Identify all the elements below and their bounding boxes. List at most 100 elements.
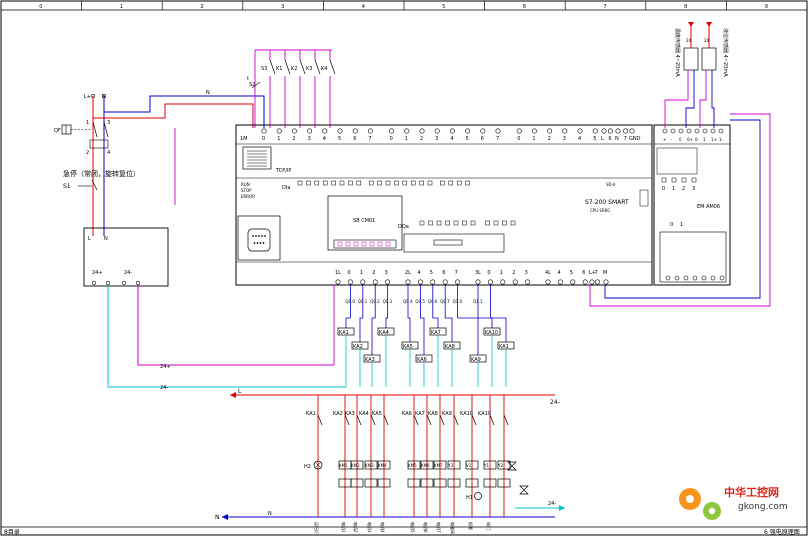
plc-output-terminal xyxy=(442,279,448,285)
plc-cpu-label: CPU SR60 xyxy=(590,208,610,213)
plc-input-label: 4 xyxy=(578,136,581,142)
plc-input-terminal xyxy=(352,128,358,134)
em-input-terminal xyxy=(702,128,708,134)
column-label: 1 xyxy=(120,4,123,10)
switch-label: K2 xyxy=(291,66,297,72)
em-status-led xyxy=(661,177,667,183)
column-label: 3 xyxy=(281,4,284,10)
plc-dq-led xyxy=(510,220,516,226)
plc-input-terminal xyxy=(607,128,613,134)
rail-24-label: 24- xyxy=(550,399,560,406)
plc-di-led xyxy=(368,180,374,186)
switch-contact xyxy=(284,59,291,75)
switch-label: S3 xyxy=(261,66,267,72)
relay-contact-label: KA7 xyxy=(415,411,425,417)
em-output-terminal xyxy=(701,275,707,281)
estop-term-3: 3 xyxy=(107,120,110,126)
plc-output-label: 5 xyxy=(570,270,573,276)
load-caption: 运行灯 xyxy=(314,522,320,534)
rail-n-label: N xyxy=(215,514,220,521)
plc-di-led xyxy=(331,180,336,186)
plc-board-label: SB CM01 xyxy=(353,218,375,224)
coil-feed-wire xyxy=(385,285,389,328)
plc-status-label: STOP xyxy=(241,188,252,193)
analog-sensors: 24 24 温度传感器 4~20mA 液位传感器 4~20mA xyxy=(664,22,729,128)
plc-input-terminal xyxy=(322,128,328,134)
load-secondary xyxy=(364,478,378,488)
switch-label: K1 xyxy=(276,66,282,72)
plc-di-led xyxy=(348,180,353,186)
load-caption: 电机2 xyxy=(353,522,359,533)
plc-output-label: 1 xyxy=(500,270,503,276)
estop-caption: 急停（常闭，旋转复位） xyxy=(63,169,140,178)
load-secondary xyxy=(407,478,421,488)
rail-l-label: L xyxy=(238,388,242,395)
relay-coil-label: KA1 xyxy=(339,330,349,336)
plc-power-label: GND xyxy=(629,136,641,142)
plc-dq-led xyxy=(428,220,433,226)
plc-output-label: 7 xyxy=(595,270,598,276)
plc-di-led xyxy=(419,180,424,186)
plc-di-led xyxy=(322,180,328,186)
relay-contact-label: KA3 xyxy=(345,411,355,417)
plc-input-label: 0 xyxy=(390,136,393,142)
relay-coil-label: KA4 xyxy=(379,330,389,336)
coil-feed-wire xyxy=(371,285,376,355)
load-coil xyxy=(377,460,391,470)
plc-input-label: 6 xyxy=(353,136,356,142)
em-channel-label: 1 xyxy=(680,222,683,228)
load-label: KM5 xyxy=(408,463,417,468)
plc-output-terminal xyxy=(500,279,506,285)
plc-di-led-label: DIa xyxy=(282,185,290,191)
plc-dq-led xyxy=(493,220,499,226)
plc-output-terminal xyxy=(595,279,601,285)
switch-label: K4 xyxy=(321,66,327,72)
plc-dq-led xyxy=(419,220,425,226)
plc-input-label: 2 xyxy=(548,136,551,142)
plc-input-label: 3 xyxy=(435,136,438,142)
em-status-led xyxy=(691,177,697,183)
relay-contact xyxy=(503,414,509,426)
plc-input-terminal xyxy=(367,128,373,134)
em-status-led xyxy=(681,177,687,183)
switch-contact xyxy=(299,59,306,75)
estop-qf-label: QF xyxy=(54,128,61,134)
plc-input-terminal xyxy=(516,128,522,134)
plc-output-terminal xyxy=(455,279,461,285)
sensor2-term-24: 24 xyxy=(704,38,710,43)
sb-terminal xyxy=(385,241,391,247)
plc-input-label: 1 xyxy=(405,136,408,142)
em-input-label: 1 xyxy=(703,137,706,142)
load-coil xyxy=(447,460,461,470)
em-input-label: 0- xyxy=(695,137,700,142)
load-secondary xyxy=(447,478,461,488)
relay-coil-label: KA9 xyxy=(471,357,481,363)
plc-output-label: 4 xyxy=(417,270,420,276)
plc-di-led xyxy=(402,180,408,186)
sb-terminal xyxy=(361,241,367,247)
mains-rails: L 24- N N 24- xyxy=(215,388,565,521)
load-coil xyxy=(364,460,378,470)
load-caption: 电机5 xyxy=(410,522,416,533)
db9-pin xyxy=(256,242,259,244)
db9-pin xyxy=(255,235,257,237)
plc-input-terminal xyxy=(291,128,297,134)
plc-input-label: 0 xyxy=(517,136,520,142)
sb-terminal xyxy=(369,241,375,247)
load-h2-label: H2 xyxy=(304,464,311,470)
plc-input-terminal xyxy=(480,128,486,134)
em-input-label: 1- xyxy=(719,137,724,142)
relay-coil-label: KA2 xyxy=(353,344,363,350)
plc-output-label: 4 xyxy=(557,270,560,276)
load-label: KM6 xyxy=(421,463,430,468)
plc-output-label: 6 xyxy=(582,270,585,276)
em-input-terminal xyxy=(678,128,684,134)
relay-coil-label: KA5 xyxy=(403,344,413,350)
coil-feed-wire xyxy=(432,285,439,328)
supply-lines: L+ N N xyxy=(84,90,265,236)
column-label: 4 xyxy=(362,4,365,10)
plc-output-label: 6 xyxy=(442,270,445,276)
